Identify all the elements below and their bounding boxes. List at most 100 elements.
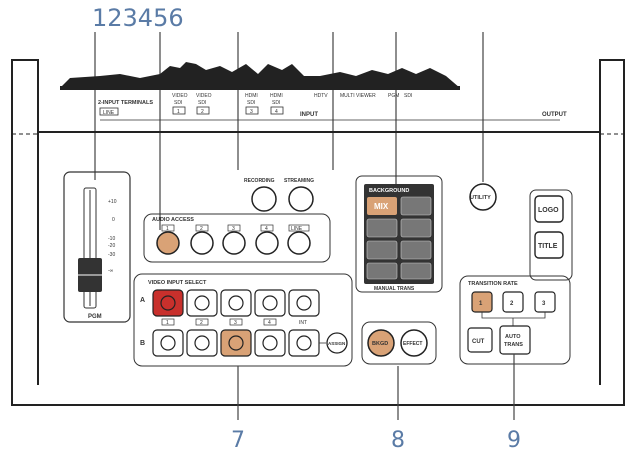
input-2-label: VIDEO [196, 93, 212, 99]
input-4-label: HDMI [270, 93, 283, 99]
transition-section: TRANSITION RATE 1 2 3 CUT AUTO TRANS [459, 275, 571, 365]
input-2-num: 2 [201, 109, 204, 115]
video-input-select: VIDEO INPUT SELECT A B 1 2 3 4 INT [133, 273, 353, 367]
callout-8: 8 [391, 428, 405, 453]
callout-7: 7 [231, 428, 245, 453]
mix-label: MIX [374, 202, 389, 211]
rear-terminals [60, 62, 460, 90]
transition-title: TRANSITION RATE [468, 281, 518, 287]
extra-label-hdtv: HDTV [314, 93, 328, 99]
title-button[interactable] [534, 231, 564, 259]
b-button-int[interactable] [288, 329, 320, 357]
svg-text:-30: -30 [108, 252, 115, 258]
svg-text:3: 3 [542, 301, 546, 307]
bkgd-effect: BKGD EFFECT [361, 321, 437, 365]
wipe-button-6[interactable] [366, 262, 398, 280]
b-button-1[interactable] [152, 329, 184, 357]
mix-button[interactable] [367, 197, 397, 215]
svg-text:-∞: -∞ [108, 268, 114, 274]
streaming-label: STREAMING [284, 178, 314, 184]
effect-button[interactable] [400, 329, 428, 357]
logo-label: LOGO [538, 207, 559, 214]
audio-title: AUDIO ACCESS [152, 217, 194, 223]
input-1-sub: SDI [174, 100, 182, 106]
wipe-button-2[interactable] [366, 218, 398, 238]
input-4-num: 4 [275, 109, 278, 115]
row-a-label: A [140, 297, 145, 304]
b-button-3[interactable] [220, 329, 252, 357]
input-2-sub: SDI [198, 100, 206, 106]
b-button-2[interactable] [186, 329, 218, 357]
audio-access: AUDIO ACCESS 1 2 3 4 LINE [143, 213, 331, 263]
utility-button[interactable] [469, 183, 497, 211]
svg-text:+10: +10 [108, 199, 117, 205]
callout-top-numbers: 123456 [92, 4, 184, 32]
manual-trans-label: MANUAL TRANS [374, 286, 415, 292]
audio-button-4[interactable] [255, 231, 279, 255]
background-title: BACKGROUND [369, 188, 409, 194]
a-button-3[interactable] [220, 289, 252, 317]
cut-button[interactable] [467, 327, 493, 353]
audio-button-line[interactable] [287, 231, 311, 255]
extra-label-pgm: PGM [388, 93, 399, 99]
recording-button[interactable] [251, 186, 277, 212]
svg-text:2: 2 [200, 226, 203, 232]
audio-button-1[interactable] [156, 231, 180, 255]
b-button-4[interactable] [254, 329, 286, 357]
svg-text:LINE: LINE [291, 226, 303, 232]
a-button-1[interactable] [152, 289, 184, 317]
wipe-button-7[interactable] [400, 262, 432, 280]
svg-text:0: 0 [112, 217, 115, 223]
svg-text:4: 4 [265, 226, 268, 232]
fader-scale: +10 0 -10 -20 -30 -∞ [108, 199, 117, 274]
auto-label: AUTO [505, 334, 521, 340]
title-label: TITLE [538, 243, 558, 250]
wipe-button-4[interactable] [366, 240, 398, 260]
recording-label: RECORDING [244, 178, 275, 184]
a-button-4[interactable] [254, 289, 286, 317]
input-3-num: 3 [250, 109, 253, 115]
input-1-label: VIDEO [172, 93, 188, 99]
a-button-int[interactable] [288, 289, 320, 317]
input-labels: VIDEO SDI 1 VIDEO SDI 2 HDMI SDI 3 HDMI … [172, 93, 412, 118]
wipe-button-3[interactable] [400, 218, 432, 238]
utility-label: UTILITY [470, 195, 491, 201]
streaming-button[interactable] [288, 186, 314, 212]
audio-button-3[interactable] [222, 231, 246, 255]
audio-button-2[interactable] [190, 231, 214, 255]
svg-text:1: 1 [166, 320, 169, 326]
output-label: OUTPUT [542, 112, 567, 118]
effect-label: EFFECT [403, 341, 422, 347]
pgm-fader[interactable] [63, 171, 131, 323]
svg-text:1: 1 [166, 226, 169, 232]
input-3-sub: SDI [247, 100, 255, 106]
pgm-label: PGM [88, 314, 102, 320]
extra-label-sdi: SDI [404, 93, 412, 99]
trans-label: TRANS [504, 342, 523, 348]
svg-text:-20: -20 [108, 243, 115, 249]
svg-text:4: 4 [268, 320, 271, 326]
auto-trans-button[interactable] [499, 325, 531, 355]
callout-9: 9 [507, 428, 521, 453]
extra-label-multi: MULTI VIEWER [340, 93, 376, 99]
row-b-label: B [140, 340, 145, 347]
device-body [11, 59, 625, 406]
input-label: INPUT [300, 112, 318, 118]
wipe-button-1[interactable] [400, 196, 432, 216]
wipe-button-5[interactable] [400, 240, 432, 260]
bkgd-button[interactable] [367, 329, 395, 357]
assign-button[interactable] [326, 332, 348, 354]
svg-text:1: 1 [479, 301, 483, 307]
terminal-title: 2-INPUT TERMINALS [98, 100, 153, 106]
input-1-num: 1 [177, 109, 180, 115]
top-leader-lines [94, 32, 484, 230]
logo-title: LOGO TITLE [529, 189, 573, 281]
logo-button[interactable] [534, 195, 564, 223]
bottom-leader-lines [237, 354, 515, 420]
rate-button-2[interactable] [502, 291, 524, 313]
a-button-2[interactable] [186, 289, 218, 317]
svg-text:3: 3 [234, 320, 237, 326]
svg-text:2: 2 [510, 301, 514, 307]
line-label: LINE [103, 110, 115, 116]
